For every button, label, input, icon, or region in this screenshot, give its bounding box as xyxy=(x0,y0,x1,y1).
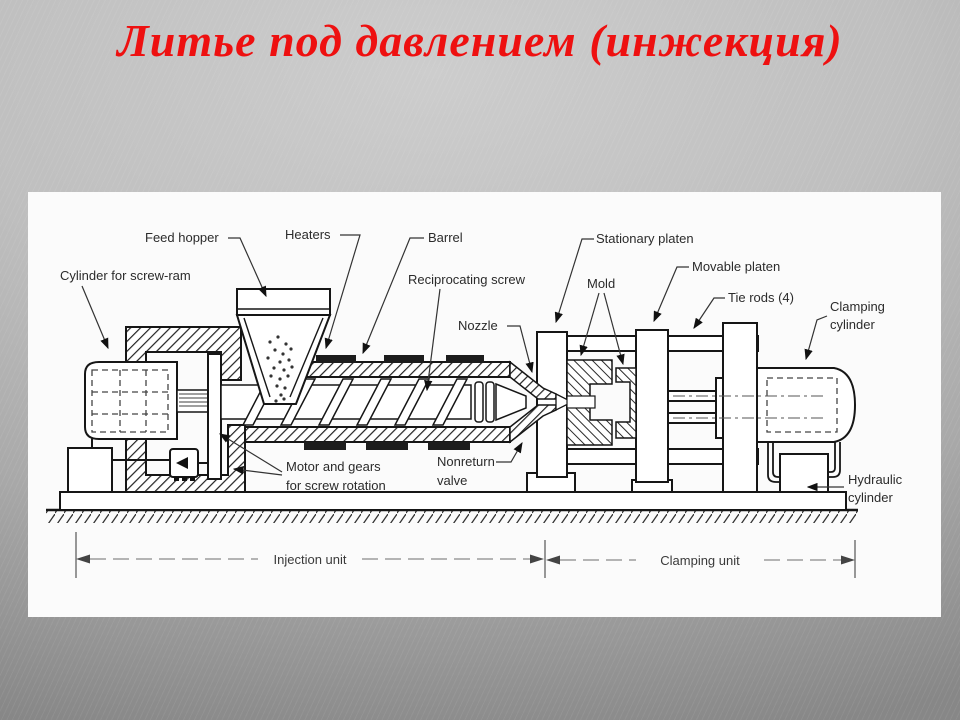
label-movable-platen: Movable platen xyxy=(692,259,780,274)
label-motor-gears-2: for screw rotation xyxy=(286,478,386,493)
leader-lines xyxy=(81,234,844,492)
rear-platen xyxy=(722,322,758,493)
slide-title: Литье под давлением (инжекция) xyxy=(117,15,843,66)
label-clamping-cylinder-1: Clamping xyxy=(830,299,885,314)
spline-shaft xyxy=(176,389,211,413)
dimension-lines: Injection unit Clamping unit xyxy=(75,532,856,578)
feed-hopper-shape xyxy=(235,288,332,405)
nonreturn-valve-shape xyxy=(474,381,527,423)
screw-ram-cylinder-shape xyxy=(84,361,178,440)
label-barrel: Barrel xyxy=(428,230,463,245)
label-nonreturn-valve-1: Nonreturn xyxy=(437,454,495,469)
label-nozzle: Nozzle xyxy=(458,318,498,333)
label-clamping-cylinder-2: cylinder xyxy=(830,317,875,332)
label-cylinder-screw-ram: Cylinder for screw-ram xyxy=(60,268,191,283)
nozzle-shape xyxy=(555,392,596,412)
labels: Cylinder for screw-ram Feed hopper Heate… xyxy=(60,227,903,505)
hydraulic-cylinder-shape xyxy=(767,442,841,493)
clamping-cylinder-shape xyxy=(673,367,857,443)
ground xyxy=(46,508,858,523)
plastic-pellets xyxy=(266,335,294,403)
label-clamping-unit: Clamping unit xyxy=(660,553,740,568)
machine-diagram: Cylinder for screw-ram Feed hopper Heate… xyxy=(46,227,903,578)
label-motor-gears-1: Motor and gears xyxy=(286,459,381,474)
heater-bands xyxy=(304,355,484,450)
movable-platen-shape xyxy=(635,329,669,483)
label-hydraulic-cylinder-2: cylinder xyxy=(848,490,893,505)
label-tie-rods: Tie rods (4) xyxy=(728,290,794,305)
label-heaters: Heaters xyxy=(285,227,331,242)
label-feed-hopper: Feed hopper xyxy=(145,230,219,245)
barrel-shape xyxy=(244,360,557,444)
gear-motor xyxy=(169,448,199,481)
label-mold: Mold xyxy=(587,276,615,291)
label-stationary-platen: Stationary platen xyxy=(596,231,694,246)
label-reciprocating-screw: Reciprocating screw xyxy=(408,272,526,287)
diagram-panel: Cylinder for screw-ram Feed hopper Heate… xyxy=(28,192,941,617)
label-injection-unit: Injection unit xyxy=(274,552,347,567)
screw-ram-housing xyxy=(125,326,246,493)
pusher-plate xyxy=(207,353,222,480)
label-nonreturn-valve-2: valve xyxy=(437,473,467,488)
machine-bed xyxy=(59,447,847,511)
label-hydraulic-cylinder-1: Hydraulic xyxy=(848,472,903,487)
